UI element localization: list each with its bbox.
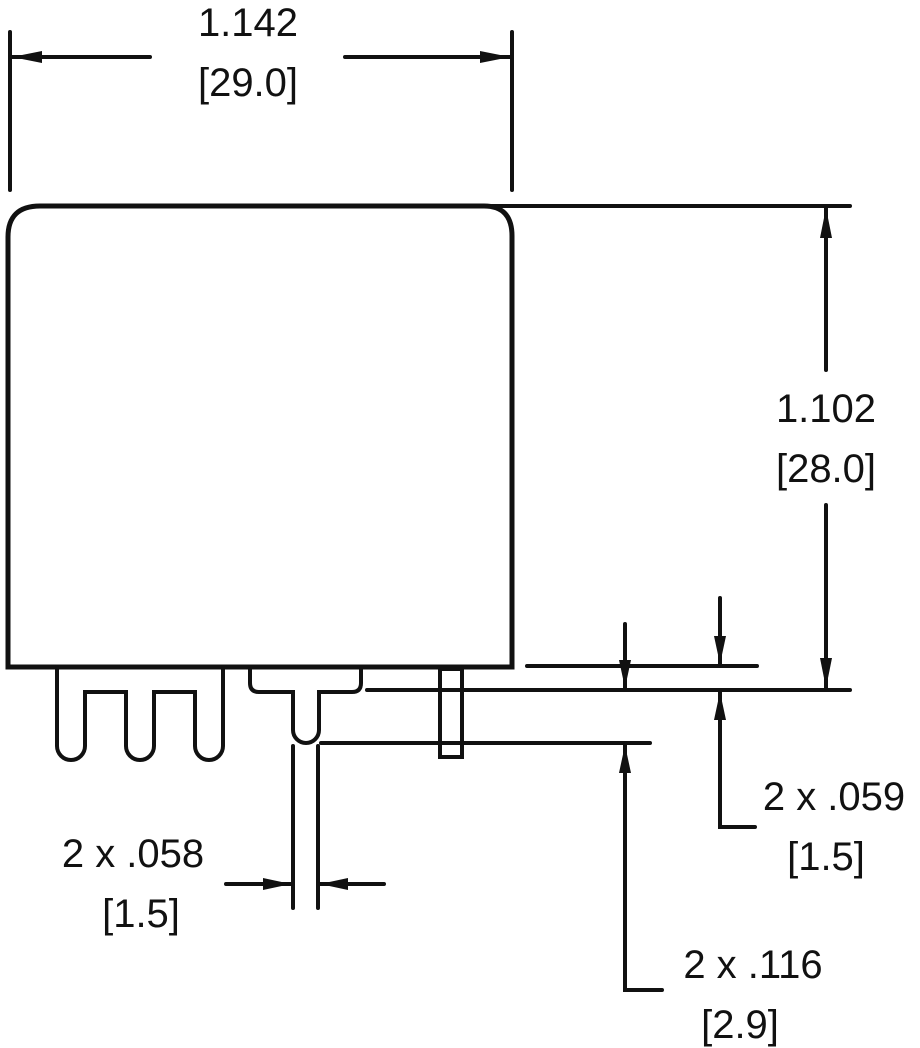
pin-length-mm-label: [2.9]: [701, 1003, 779, 1047]
pin-width-dimension: 2 x .058 [1.5]: [62, 744, 386, 936]
width-inch-label: 1.142: [198, 1, 298, 45]
height-dimension: 1.102 [28.0]: [365, 204, 876, 692]
standoff-dimension: 2 x .059 [1.5]: [525, 596, 905, 879]
terminal-pins-left: [55, 667, 225, 762]
pin-length-dimension: 2 x .116 [2.9]: [319, 741, 823, 1047]
width-dimension: 1.142 [29.0]: [8, 1, 514, 192]
terminal-pin-right: [438, 667, 464, 759]
width-mm-label: [29.0]: [198, 61, 298, 105]
relay-body: [5, 203, 515, 670]
standoff-inch-label: 2 x .059: [763, 775, 905, 819]
terminal-pin-middle: [248, 667, 363, 745]
standoff-mm-label: [1.5]: [787, 835, 865, 879]
height-inch-label: 1.102: [776, 387, 876, 431]
pin-width-inch-label: 2 x .058: [62, 832, 204, 876]
height-mm-label: [28.0]: [776, 447, 876, 491]
pin-length-inch-label: 2 x .116: [683, 943, 822, 987]
pin-width-mm-label: [1.5]: [102, 892, 180, 936]
